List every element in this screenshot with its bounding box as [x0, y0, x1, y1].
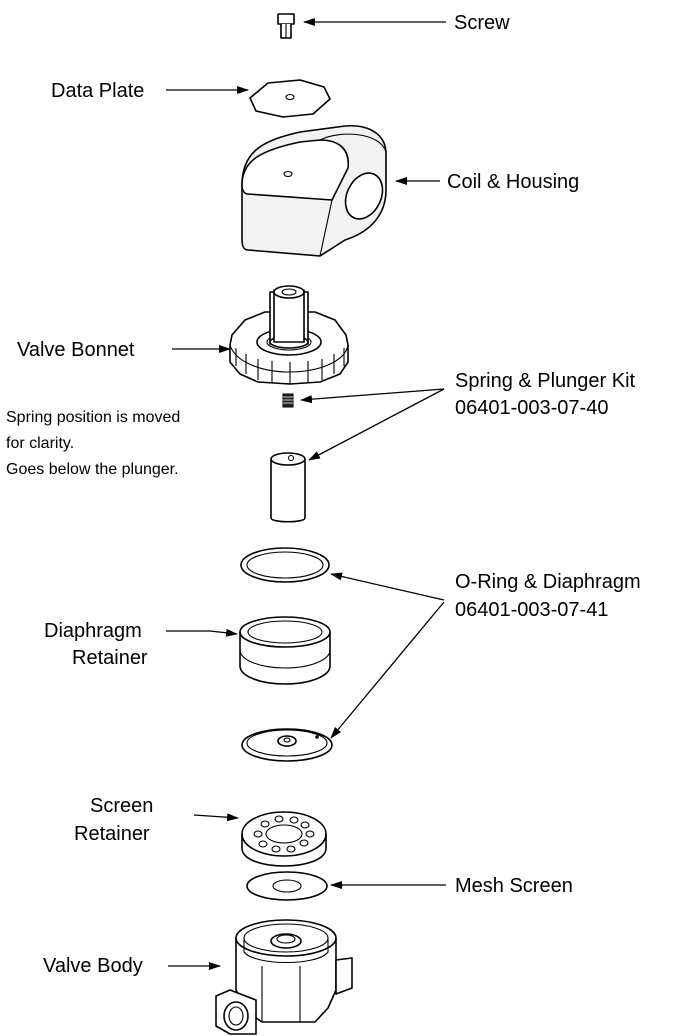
spring-note-line-1: Spring position is moved: [6, 409, 180, 426]
mesh-screen-part: [246, 871, 328, 901]
leader-lines: [166, 18, 446, 970]
spring-plunger-kit-part-number: 06401-003-07-40: [455, 397, 608, 419]
valve-body-label: Valve Body: [43, 955, 143, 977]
mesh-screen-label: Mesh Screen: [455, 875, 573, 897]
screw-part: [277, 13, 295, 39]
o-ring-diaphragm-label: O-Ring & Diaphragm: [455, 571, 641, 593]
screw-label: Screw: [454, 12, 510, 34]
diaphragm-part: [241, 728, 333, 762]
data-plate-part: [249, 79, 331, 118]
spring-plunger-kit-label: Spring & Plunger Kit: [455, 370, 636, 392]
screen-retainer-part: [241, 811, 327, 867]
screen-retainer-leader: [193, 813, 239, 822]
o-ring-part: [240, 547, 330, 583]
plunger-leader: [308, 388, 445, 461]
diaphragm-retainer-label-line-2: Retainer: [72, 647, 148, 669]
spring-note-line-2: for clarity.: [6, 435, 74, 452]
spring-note-line-3: Goes below the plunger.: [6, 461, 179, 478]
coil-housing-label: Coil & Housing: [447, 171, 579, 193]
valve-body-part: [215, 919, 353, 1035]
valve-bonnet-part: [229, 285, 349, 385]
data-plate-label: Data Plate: [51, 80, 144, 102]
diaphragm-retainer-part: [239, 616, 331, 685]
spring-part: [282, 393, 294, 408]
diaphragm-retainer-label-line-1: Diaphragm: [44, 620, 142, 642]
coil-housing-part: [241, 125, 387, 257]
o-ring-diaphragm-part-number: 06401-003-07-41: [455, 599, 608, 621]
o-ring-leader: [330, 572, 445, 601]
plunger-part: [270, 452, 306, 523]
diaphragm-leader: [330, 601, 445, 739]
screen-retainer-label-line-1: Screen: [90, 795, 153, 817]
screen-retainer-label-line-2: Retainer: [74, 823, 150, 845]
valve-bonnet-label: Valve Bonnet: [17, 339, 135, 361]
diaphragm-retainer-leader: [166, 628, 238, 637]
spring-leader: [300, 388, 445, 404]
